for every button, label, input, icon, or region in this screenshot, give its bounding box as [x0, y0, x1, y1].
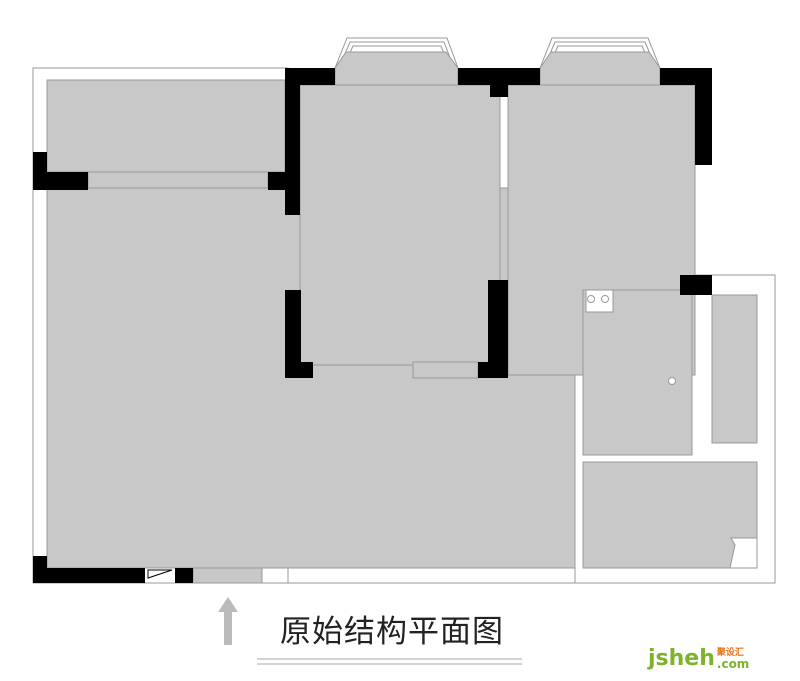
logo-cn: 聚设汇 [716, 648, 744, 658]
logo-com: .com [716, 657, 750, 671]
shower-corner [729, 537, 758, 569]
entry-door [192, 567, 263, 584]
logo: jsheh 聚设汇 .com [648, 646, 750, 671]
door-middle [412, 361, 479, 379]
bathroom [582, 461, 758, 569]
logo-main: jsheh [648, 646, 715, 671]
north-arrow-icon [218, 597, 238, 645]
balcony-room [46, 79, 286, 173]
walls [33, 68, 712, 583]
floor-drain [668, 377, 676, 385]
side-room [711, 294, 758, 444]
kitchen [582, 289, 693, 456]
plan-title: 原始结构平面图 [280, 614, 504, 650]
opening-strip [87, 171, 269, 189]
bedroom-middle [299, 84, 501, 366]
